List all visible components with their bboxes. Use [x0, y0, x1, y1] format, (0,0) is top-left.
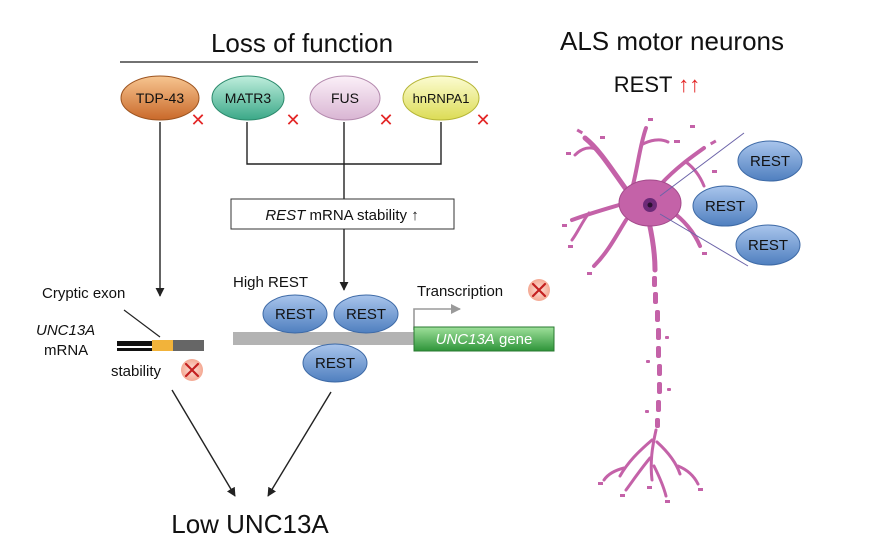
- mrna-to-result-arrow: [171, 389, 236, 497]
- stability-box-arrow: ↑: [411, 207, 419, 224]
- unc13a-gene-box: UNC13A gene: [413, 326, 555, 352]
- loss-mark-hnrnpa1: ✕: [475, 110, 490, 130]
- rest-mrna-stability-box: REST mRNA stability ↑: [230, 198, 455, 230]
- als-motor-neurons-title: ALS motor neurons: [560, 26, 784, 56]
- svg-text:UNC13A gene: UNC13A gene: [436, 331, 533, 348]
- zoom-lines: [659, 132, 749, 267]
- dna-strand: [233, 332, 415, 345]
- mrna-gene-label: UNC13A: [36, 322, 95, 339]
- rest-protein-3-label: REST: [315, 355, 355, 372]
- transcription-start-arrow: [413, 304, 461, 330]
- loss-mark-fus: ✕: [378, 110, 393, 130]
- nucleus-rest-2-label: REST: [705, 198, 745, 215]
- nucleus-rest-3-label: REST: [748, 237, 788, 254]
- gene-box-name: UNC13A: [436, 331, 495, 348]
- cryptic-exon-pointer: [123, 309, 161, 338]
- cryptic-exon-label: Cryptic exon: [42, 285, 125, 302]
- nucleus-rest-1-label: REST: [750, 153, 790, 170]
- stability-box-text: mRNA stability: [305, 207, 411, 224]
- mrna-transcript: [117, 340, 204, 351]
- rest-to-result-arrow: [267, 391, 332, 497]
- rest-protein-3: REST: [302, 343, 368, 383]
- motor-neuron-illustration: [562, 118, 717, 503]
- nucleus-rest-2: REST: [692, 185, 758, 227]
- high-rest-label: High REST: [233, 274, 308, 291]
- nucleus-rest-3: REST: [735, 224, 801, 266]
- protein-hnrnpa1: hnRNPA1: [402, 75, 480, 121]
- protein-matr3: MATR3: [211, 75, 285, 121]
- stability-box-gene: REST: [265, 207, 307, 224]
- protein-fus-label: FUS: [331, 90, 359, 106]
- protein-matr3-label: MATR3: [225, 90, 272, 106]
- protein-fus: FUS: [309, 75, 381, 121]
- gene-box-suffix: gene: [495, 331, 533, 348]
- low-unc13a-result: Low UNC13A: [171, 509, 329, 539]
- rest-protein-1-label: REST: [275, 306, 315, 323]
- rest-protein-1: REST: [262, 294, 328, 334]
- nucleus-rest-1: REST: [737, 140, 803, 182]
- protein-tdp43-label: TDP-43: [136, 90, 184, 106]
- protein-hnrnpa1-label: hnRNPA1: [413, 91, 470, 106]
- loss-mark-tdp43: ✕: [190, 110, 205, 130]
- rest-protein-2-label: REST: [346, 306, 386, 323]
- mrna-word-label: mRNA: [44, 342, 88, 359]
- loss-of-function-title: Loss of function: [211, 28, 393, 58]
- rest-header-label: REST: [614, 72, 672, 97]
- rest-up-arrows: ↑↑: [678, 72, 700, 97]
- transcription-cross-icon: [528, 279, 550, 301]
- rest-protein-2: REST: [333, 294, 399, 334]
- stability-label: stability: [111, 363, 162, 380]
- bracket-connector: [246, 122, 442, 199]
- protein-tdp43: TDP-43: [120, 75, 200, 121]
- svg-text:REST ↑↑: REST ↑↑: [614, 72, 700, 97]
- svg-text:REST mRNA stability ↑: REST mRNA stability ↑: [265, 207, 418, 224]
- transcription-label: Transcription: [417, 283, 503, 300]
- stability-cross-icon: [181, 359, 203, 381]
- loss-mark-matr3: ✕: [285, 110, 300, 130]
